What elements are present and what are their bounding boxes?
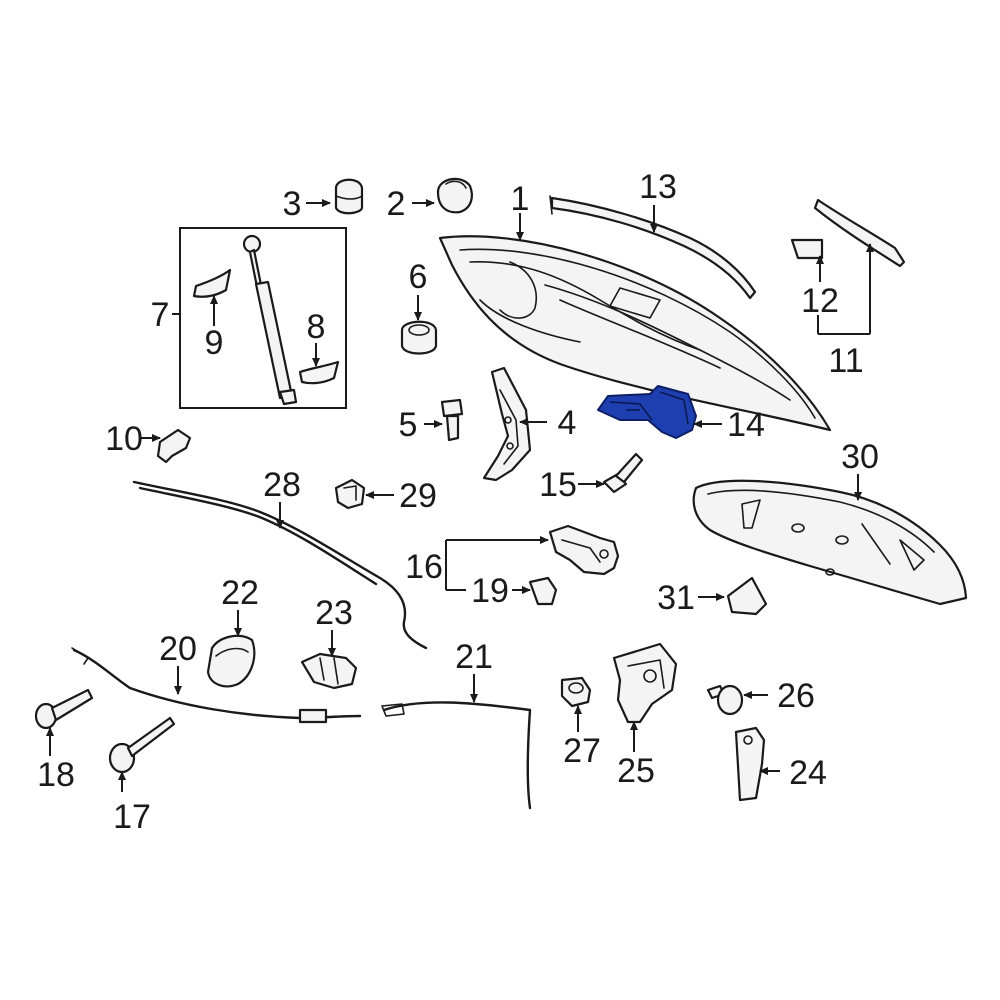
callout-30: 30 [841,438,879,476]
callout-13: 13 [639,168,677,206]
callout-11: 11 [828,342,863,380]
strut-bracket-8-part[interactable] [298,360,340,385]
callout-19: 19 [471,572,509,610]
callout-3: 3 [283,185,302,223]
callout-27: 27 [563,732,601,770]
fastener-17-part[interactable] [108,716,176,774]
grommet-27-part[interactable] [560,676,592,708]
callout-15: 15 [539,466,577,504]
callout-31: 31 [657,579,695,617]
holder-24-part[interactable] [734,726,766,802]
cover-31-part[interactable] [726,576,768,616]
callout-8: 8 [307,308,326,346]
clip-10-part[interactable] [156,428,192,464]
callout-29: 29 [399,477,437,515]
bolt-5-part[interactable] [440,398,464,442]
hood-hinge-part[interactable] [482,366,532,482]
callout-6: 6 [409,258,428,296]
striker-19-part[interactable] [528,576,558,606]
callout-28: 28 [263,466,301,504]
callout-7: 7 [151,296,170,334]
callout-4: 4 [558,404,577,442]
strut-bracket-9-part[interactable] [192,268,232,298]
callout-20: 20 [159,630,197,668]
push-pin-26-part[interactable] [706,684,744,716]
callout-24: 24 [789,754,827,792]
callout-22: 22 [221,574,259,612]
callout-26: 26 [777,677,815,715]
callout-1: 1 [511,180,530,218]
strut-kit-box [179,227,347,409]
bolt-15-part[interactable] [602,452,644,494]
seal-end-cap-part[interactable] [790,238,824,260]
callout-14: 14 [727,406,765,444]
weatherstrip-front-part[interactable] [549,195,757,300]
hood-panel-part[interactable] [438,235,832,432]
callout-23: 23 [315,594,353,632]
callout-5: 5 [399,406,418,444]
hood-latch-part[interactable] [597,385,697,439]
callout-21: 21 [455,638,493,676]
callout-10: 10 [105,420,143,458]
hood-insulator-part[interactable] [692,479,968,606]
callout-18: 18 [37,756,75,794]
release-cable-21-part[interactable] [381,701,532,810]
fastener-18-part[interactable] [34,688,94,730]
bumper-2-part[interactable] [436,177,473,214]
gas-strut-part[interactable] [242,234,298,406]
callout-25: 25 [617,752,655,790]
clip-29-part[interactable] [334,478,366,510]
nut-6-part[interactable] [400,320,438,355]
handle-bracket-23-part[interactable] [300,652,358,690]
callout-9: 9 [205,324,224,362]
hood-seal-part[interactable] [813,198,906,268]
release-cable-20-part[interactable] [71,647,362,724]
callout-12: 12 [801,282,839,320]
latch-assembly-16-part[interactable] [548,524,620,576]
callout-17: 17 [113,798,151,836]
bracket-25-part[interactable] [612,642,678,724]
callout-2: 2 [387,185,406,223]
callout-16: 16 [405,548,443,586]
seal-strip-28-part[interactable] [132,480,428,650]
leader-lines [46,199,874,792]
callout-labels: 1 2 3 4 5 6 7 8 9 10 11 12 13 14 15 16 1… [37,168,879,836]
release-handle-22-part[interactable] [206,634,256,688]
bumper-3-part[interactable] [334,178,364,215]
